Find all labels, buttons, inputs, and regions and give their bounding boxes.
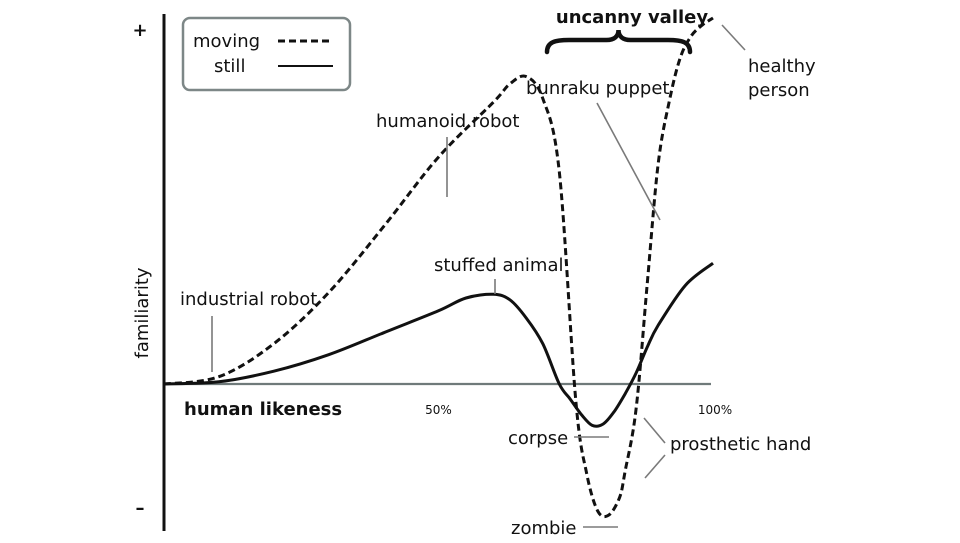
uncanny-valley-label: uncanny valley <box>556 7 709 28</box>
legend: moving still <box>181 16 352 92</box>
labels-layer: industrial robot humanoid robot stuffed an… <box>180 7 816 539</box>
annotation-label: prosthetic hand <box>670 434 811 455</box>
x-tick-label: 100% <box>698 403 732 417</box>
annotation-label: industrial robot <box>180 289 317 310</box>
annotation-label: corpse <box>508 428 568 449</box>
annotation-leader <box>644 454 666 479</box>
annotation-label: bunraku puppet <box>526 78 670 99</box>
series-line-still <box>163 262 714 428</box>
annotation-leader <box>596 102 661 221</box>
y-axis-min-label: – <box>136 498 145 519</box>
legend-label: moving <box>193 31 260 52</box>
y-axis-max-label: + <box>132 20 147 41</box>
y-axis-title: familiarity <box>132 267 153 358</box>
x-axis-title: human likeness <box>184 399 342 420</box>
annotation-label: stuffed animal <box>434 255 563 276</box>
legend-box <box>181 16 352 92</box>
uncanny-valley-brace <box>544 29 693 55</box>
legend-label: still <box>214 56 245 77</box>
leader-lines <box>211 24 746 528</box>
series-layer <box>163 16 714 519</box>
annotation-leader <box>643 417 666 444</box>
x-tick-label: 50% <box>425 403 452 417</box>
axes: + – familiarity human likeness 50% 100% <box>132 14 732 531</box>
annotation-label: zombie <box>511 518 577 539</box>
annotation-leader <box>721 24 746 51</box>
annotation-label: humanoid robot <box>376 111 519 132</box>
series-line-moving <box>163 16 714 519</box>
